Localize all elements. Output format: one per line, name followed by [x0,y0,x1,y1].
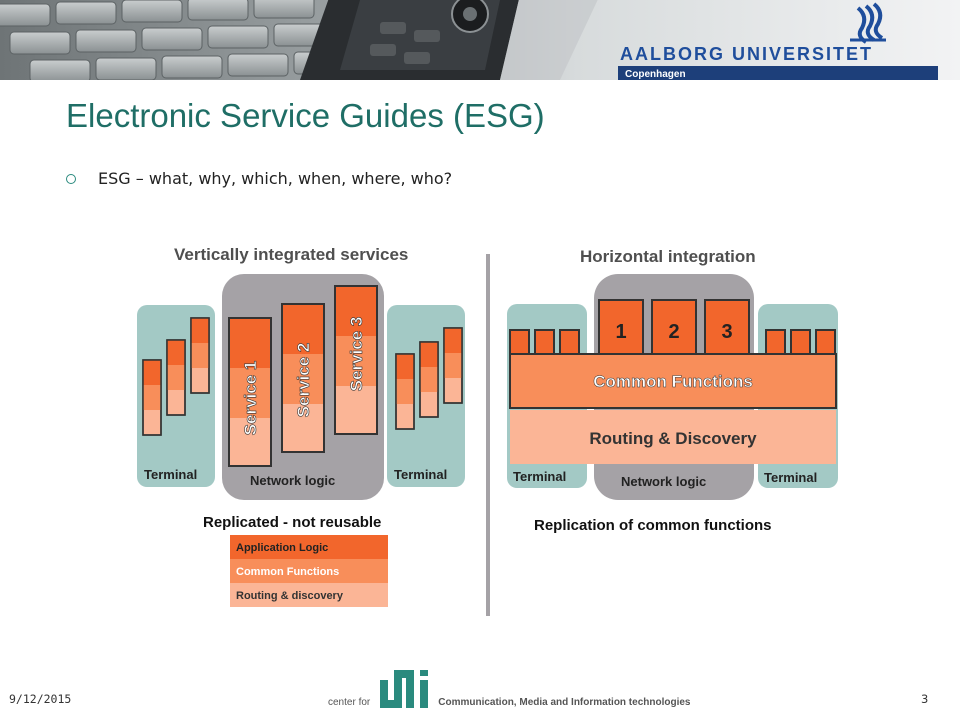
service-1-label: Service 1 [241,361,260,436]
terminal-right-bars [395,327,463,430]
service-columns [228,285,378,467]
cmi-full-name: Communication, Media and Information tec… [438,697,691,708]
header-photo: AALBORG UNIVERSITET Copenhagen [0,0,960,80]
header-banner: AALBORG UNIVERSITET Copenhagen [0,0,960,80]
bullet-text: ESG – what, why, which, when, where, who… [98,168,453,188]
terminal-left-label-right: Terminal [513,469,566,484]
service-3-label: Service 3 [347,317,366,392]
terminal-right-label: Terminal [394,467,447,482]
page-title: Electronic Service Guides (ESG) [66,97,545,134]
network-logic-label: Network logic [250,473,335,488]
service-2-label: Service 2 [294,343,313,418]
legend-routing-discovery: Routing & discovery [236,590,344,602]
aau-logo [850,2,886,44]
common-functions-band [509,353,837,409]
horizontal-caption: Replication of common functions [534,517,772,534]
university-name: AALBORG UNIVERSITET [620,44,873,64]
legend-common-functions: Common Functions [236,566,339,578]
block-2-label: 2 [668,321,679,343]
bullet-circle-icon [66,174,76,184]
vertical-integration-panel: Vertically integrated services [137,245,465,607]
horizontal-heading: Horizontal integration [580,247,756,266]
panel-divider [486,254,490,616]
terminal-left-label: Terminal [144,467,197,482]
terminal-left-bars [142,317,210,436]
page-number: 3 [921,692,929,706]
common-functions-label: Common Functions [593,372,753,391]
legend-application-logic: Application Logic [236,542,328,554]
routing-label: Routing & Discovery [589,429,757,448]
terminal-right-label-right: Terminal [764,470,817,485]
esg-diagram: Vertically integrated services [130,232,850,624]
routing-band [510,410,836,464]
vertical-heading: Vertically integrated services [174,245,408,264]
numbered-blocks [598,299,750,357]
cmi-logo: center for Communication, Media and Info… [328,666,691,712]
footer-date: 9/12/2015 [9,692,72,706]
block-3-label: 3 [721,321,732,343]
cmi-logo-mark-icon [380,670,429,708]
block-1-label: 1 [615,321,626,343]
cmi-center-for-text: center for [328,697,371,708]
layer-legend: Application Logic Common Functions Routi… [230,535,388,607]
bullet-item: ESG – what, why, which, when, where, who… [66,166,452,190]
integration-diagram-svg: Vertically integrated services [137,245,838,616]
campus-name: Copenhagen [625,69,686,80]
phone-illustration [300,0,598,80]
network-logic-label-right: Network logic [621,474,706,489]
vertical-caption: Replicated - not reusable [203,514,381,531]
horizontal-integration-panel: Horizontal integration 1 2 [507,247,838,534]
